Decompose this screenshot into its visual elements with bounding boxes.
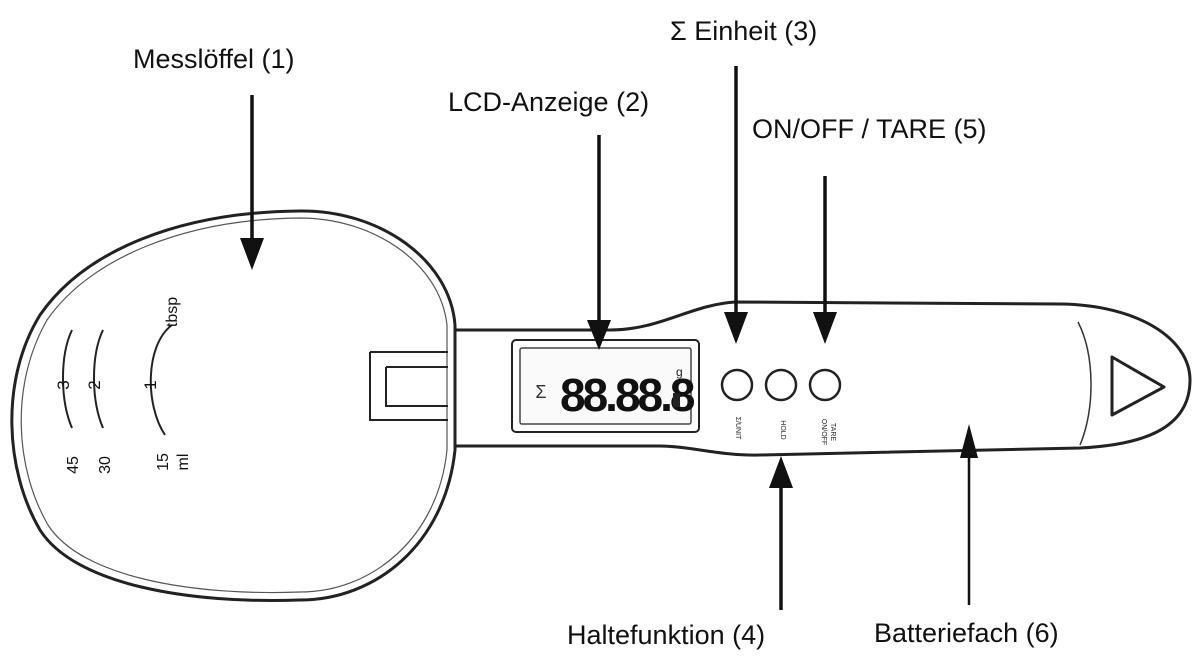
handle-seam (1077, 321, 1092, 446)
scale-arc-45 (62, 329, 73, 429)
power-button-label-line1: ON/OFF (820, 419, 827, 445)
arrow-unit (724, 66, 748, 344)
spoon-bowl (10, 209, 457, 602)
scale-ml-45: 45 (65, 456, 82, 474)
lcd-battery-icon (673, 393, 680, 407)
unit-button[interactable] (720, 368, 754, 402)
power-button-label-line2: TARE (829, 423, 836, 441)
scale-ml-unit: ml (175, 454, 192, 471)
scale-ml-30: 30 (97, 456, 114, 474)
scale-ml-15: 15 (155, 453, 172, 471)
label-power-tare: ON/OFF / TARE (5) (752, 114, 987, 144)
lcd-screen (519, 347, 692, 425)
lcd-unit-g: g (676, 365, 683, 379)
label-unit: Σ Einheit (3) (670, 16, 818, 46)
scale-arc-30 (93, 329, 104, 429)
scale-tbsp-2: 2 (85, 380, 104, 389)
label-battery: Batteriefach (6) (874, 618, 1059, 648)
arrow-lcd (587, 135, 611, 350)
scale-tbsp-unit: tbsp (164, 297, 181, 327)
scale-tbsp-1: 1 (141, 380, 160, 389)
power-tare-button[interactable] (808, 368, 842, 402)
scale-arc-15 (149, 324, 173, 436)
lcd-sigma-icon: Σ (535, 382, 546, 402)
label-hold: Haltefunktion (4) (567, 620, 766, 650)
hold-button-label: HOLD (779, 420, 786, 439)
hinge-clip (369, 351, 448, 421)
spoon-bowl-inner-edge (20, 217, 448, 594)
arrow-spoon (240, 95, 264, 270)
label-lcd: LCD-Anzeige (2) (448, 87, 650, 117)
label-spoon: Messlöffel (1) (133, 44, 295, 74)
arrow-battery (960, 424, 978, 605)
arrow-power (813, 176, 837, 344)
hold-button[interactable] (764, 368, 798, 402)
scale-tbsp-3: 3 (54, 380, 73, 389)
arrow-hold (769, 456, 793, 610)
hang-hole-triangle-icon (1110, 355, 1166, 417)
unit-button-label: Σ/UNIT (734, 417, 741, 440)
